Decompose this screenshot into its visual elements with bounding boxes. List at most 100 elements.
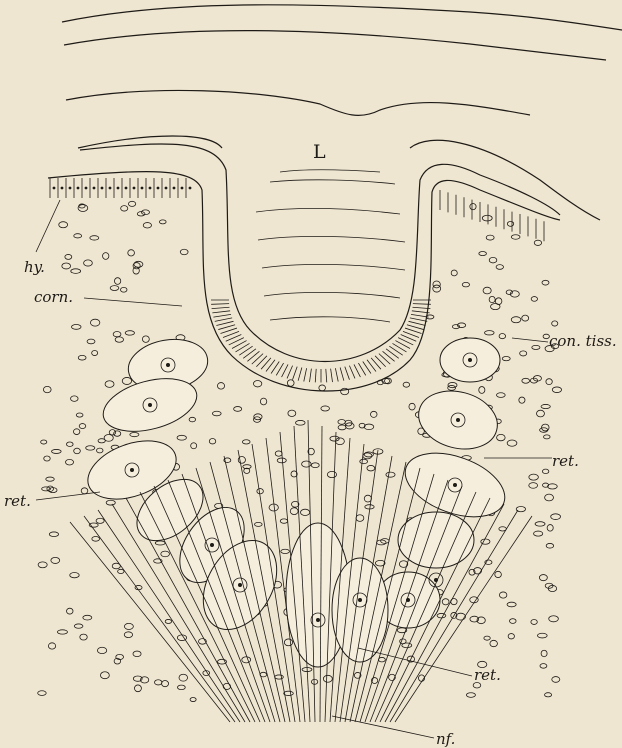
tissue-cell bbox=[479, 252, 487, 256]
tissue-cell bbox=[124, 632, 132, 638]
tissue-cell bbox=[541, 650, 547, 657]
epithelial-nucleus bbox=[125, 187, 128, 190]
tissue-cell bbox=[71, 269, 81, 274]
tissue-cell bbox=[62, 263, 71, 269]
tissue-cell bbox=[257, 489, 263, 494]
epithelial-cell bbox=[410, 318, 427, 321]
tissue-cell bbox=[327, 471, 336, 477]
tissue-cell bbox=[141, 210, 149, 215]
tissue-cell bbox=[489, 257, 497, 263]
tissue-cell bbox=[155, 541, 165, 545]
tissue-cell bbox=[41, 440, 47, 444]
tissue-cell bbox=[143, 223, 151, 228]
tissue-cell bbox=[462, 282, 469, 286]
tissue-cell bbox=[133, 267, 139, 274]
tissue-cell bbox=[177, 685, 185, 690]
tissue-cell bbox=[534, 240, 541, 245]
label-retinula-right: ret. bbox=[552, 452, 579, 470]
tissue-cell bbox=[542, 469, 548, 473]
tissue-cell bbox=[409, 403, 415, 410]
tissue-cell bbox=[161, 551, 170, 557]
epithelial-cell bbox=[218, 325, 235, 330]
tissue-cell bbox=[535, 522, 545, 526]
tissue-cell bbox=[284, 639, 292, 646]
tissue-cell bbox=[338, 425, 346, 430]
epithelial-cell bbox=[256, 356, 267, 367]
tissue-cell bbox=[121, 287, 127, 292]
epithelial-cell bbox=[213, 314, 231, 317]
nucleolus bbox=[130, 468, 134, 472]
tissue-cell bbox=[302, 461, 312, 467]
nucleolus bbox=[358, 598, 362, 602]
tissue-cell bbox=[451, 270, 457, 276]
tissue-cell bbox=[549, 616, 559, 622]
tissue-cell bbox=[520, 351, 527, 356]
tissue-cell bbox=[311, 463, 319, 468]
epithelial-nucleus bbox=[149, 187, 152, 190]
tissue-cell bbox=[103, 253, 109, 260]
tissue-cell bbox=[105, 381, 114, 388]
tissue-cell bbox=[125, 331, 134, 335]
tissue-cell bbox=[552, 677, 560, 683]
tissue-cell bbox=[479, 387, 485, 394]
tissue-cell bbox=[367, 465, 375, 471]
tissue-cell bbox=[142, 336, 149, 342]
tissue-cell bbox=[159, 220, 166, 224]
tissue-cell bbox=[544, 435, 550, 439]
nucleolus bbox=[453, 483, 457, 487]
tissue-cell bbox=[43, 386, 51, 392]
tissue-cell bbox=[545, 494, 554, 501]
label-nerve-fibres: nf. bbox=[436, 730, 455, 748]
tissue-cell bbox=[484, 636, 490, 640]
epithelial-cell bbox=[389, 346, 402, 355]
tissue-cell bbox=[128, 250, 135, 256]
epithelial-nucleus bbox=[85, 187, 88, 190]
tissue-cell bbox=[130, 432, 139, 436]
tissue-cell bbox=[134, 261, 143, 267]
tissue-cell bbox=[90, 319, 99, 326]
tissue-cell bbox=[76, 413, 83, 417]
tissue-cell bbox=[212, 411, 221, 416]
epithelial-cell bbox=[243, 349, 256, 359]
tissue-cell bbox=[84, 260, 93, 266]
tissue-cell bbox=[218, 383, 225, 390]
epithelial-cell bbox=[236, 343, 250, 351]
epithelial-cell bbox=[215, 318, 232, 321]
epithelial-cell bbox=[379, 354, 390, 364]
tissue-cell bbox=[364, 424, 374, 430]
label-hypodermis: hy. bbox=[24, 258, 45, 276]
tissue-cell bbox=[499, 334, 505, 339]
tissue-cell bbox=[486, 235, 494, 240]
tissue-cell bbox=[90, 236, 99, 240]
tissue-cell bbox=[552, 387, 561, 393]
tissue-cell bbox=[281, 549, 290, 553]
tissue-cell bbox=[100, 672, 109, 679]
tissue-cell bbox=[296, 420, 306, 425]
tissue-cell bbox=[78, 355, 86, 360]
tissue-cell bbox=[437, 613, 446, 617]
tissue-cell bbox=[133, 651, 141, 657]
epithelial-cell bbox=[293, 367, 298, 380]
tissue-cell bbox=[242, 440, 250, 444]
tissue-cell bbox=[522, 378, 530, 383]
tissue-cell bbox=[507, 602, 516, 607]
tissue-cell bbox=[87, 339, 95, 344]
epithelial-nucleus bbox=[117, 187, 120, 190]
tissue-cell bbox=[502, 356, 510, 360]
tissue-cell bbox=[67, 608, 73, 614]
epithelial-cell bbox=[282, 364, 288, 377]
tissue-cell bbox=[92, 350, 98, 355]
epithelial-cell bbox=[331, 369, 333, 382]
tissue-cell bbox=[490, 640, 498, 646]
epithelial-nucleus bbox=[93, 187, 96, 190]
tissue-cell bbox=[66, 442, 73, 447]
tissue-cell bbox=[466, 693, 475, 698]
tissue-cell bbox=[71, 325, 81, 330]
tissue-cell bbox=[277, 458, 286, 463]
tissue-cell bbox=[508, 634, 514, 639]
nucleolus bbox=[238, 583, 242, 587]
tissue-cell bbox=[260, 398, 266, 405]
tissue-cell bbox=[483, 287, 491, 294]
tissue-cell bbox=[531, 619, 537, 624]
